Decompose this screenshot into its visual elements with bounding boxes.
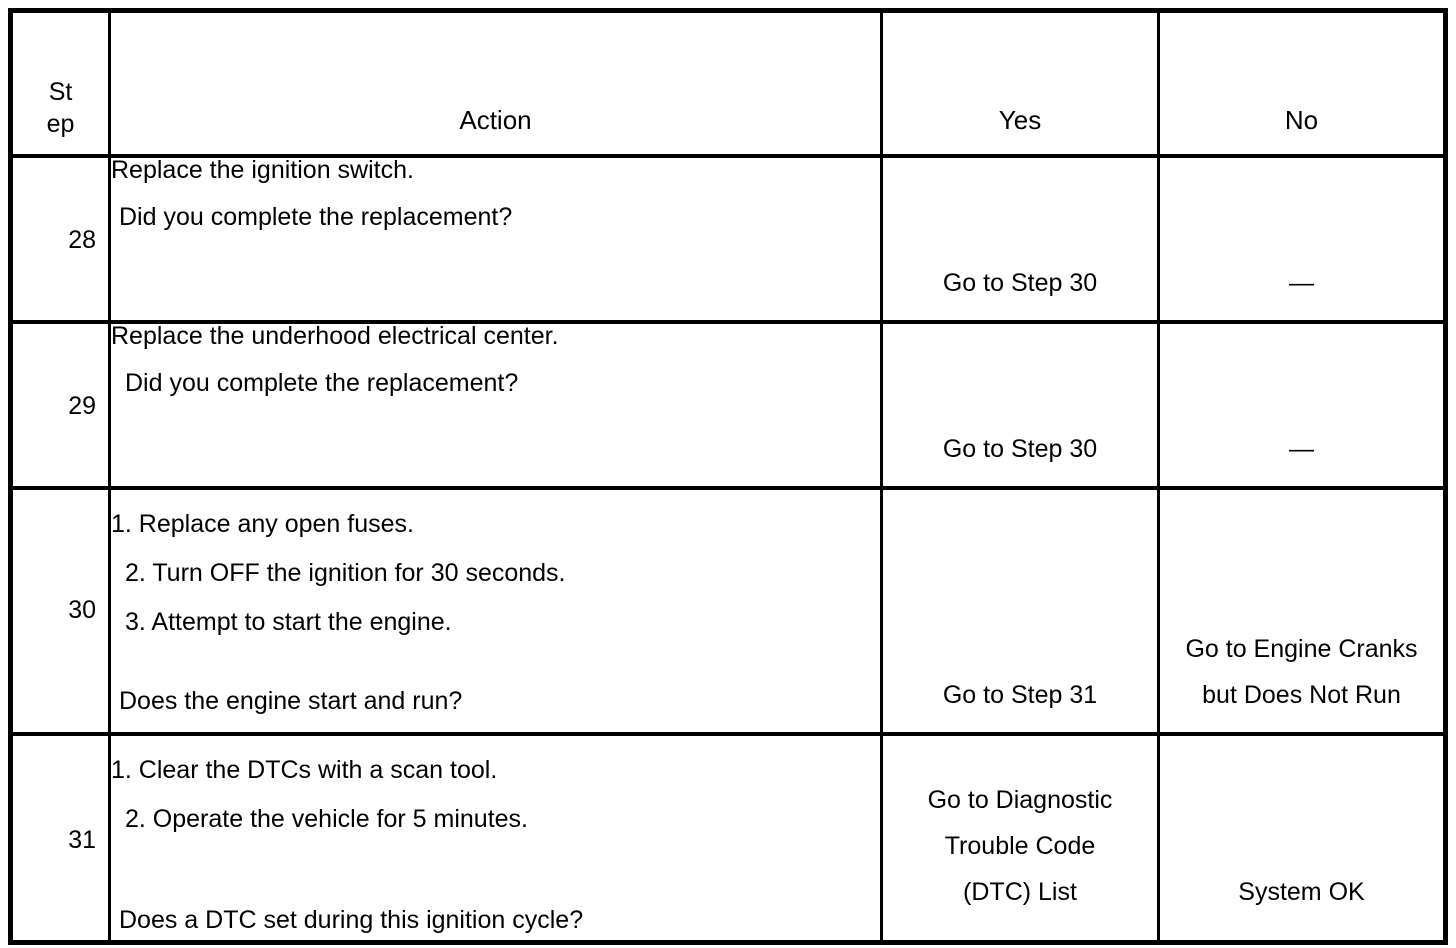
diagnostic-step-table: St ep Action Yes No 28 Replace the ignit… <box>8 8 1448 945</box>
step-number-cell: 31 <box>10 733 111 943</box>
yes-line: (DTC) List <box>963 877 1077 906</box>
yes-line: Go to Diagnostic <box>927 785 1113 814</box>
action-line: Replace the underhood electrical center. <box>111 321 559 350</box>
step-number: 31 <box>68 825 96 854</box>
yes-line: Trouble Code <box>944 831 1096 860</box>
no-line: — <box>1289 434 1314 463</box>
step-number: 29 <box>68 391 96 420</box>
step-number: 28 <box>68 225 96 254</box>
yes-cell: Go to Step 30 <box>881 321 1160 490</box>
column-header-yes: Yes <box>881 10 1160 158</box>
yes-text: Go to Step 30 <box>883 268 1157 297</box>
no-text: Go to Engine Cranks but Does Not Run <box>1160 634 1443 709</box>
column-header-step-text: St ep <box>13 76 108 140</box>
action-cell: Replace the underhood electrical center.… <box>109 321 883 490</box>
step-number: 30 <box>68 595 96 624</box>
yes-text: Go to Step 30 <box>883 434 1157 463</box>
action-cell: Replace the ignition switch. Did you com… <box>109 155 883 324</box>
no-line: System OK <box>1238 877 1365 906</box>
step-number-cell: 30 <box>10 487 111 736</box>
table-row: 31 1. Clear the DTCs with a scan tool. 2… <box>10 733 1446 943</box>
yes-cell: Go to Step 31 <box>881 487 1160 736</box>
table-row: 29 Replace the underhood electrical cent… <box>10 321 1446 490</box>
action-line: Did you complete the replacement? <box>125 368 519 397</box>
yes-cell: Go to Diagnostic Trouble Code (DTC) List <box>881 733 1160 943</box>
no-cell: Go to Engine Cranks but Does Not Run <box>1158 487 1446 736</box>
yes-line: Go to Step 31 <box>942 680 1098 709</box>
action-line: 1. Replace any open fuses. <box>111 509 414 538</box>
action-question: Does the engine start and run? <box>119 686 463 715</box>
yes-line: Go to Step 30 <box>942 268 1098 297</box>
step-number-cell: 29 <box>10 321 111 490</box>
column-header-no-text: No <box>1284 105 1319 136</box>
column-header-action: Action <box>109 10 883 158</box>
action-line: 2. Operate the vehicle for 5 minutes. <box>125 804 528 833</box>
column-header-no: No <box>1158 10 1446 158</box>
action-line: 2. Turn OFF the ignition for 30 seconds. <box>125 558 566 587</box>
no-line: — <box>1289 268 1314 297</box>
yes-text: Go to Diagnostic Trouble Code (DTC) List <box>883 785 1157 906</box>
no-text: — <box>1160 434 1443 463</box>
column-header-step: St ep <box>10 10 111 158</box>
no-text: — <box>1160 268 1443 297</box>
yes-line: Go to Step 30 <box>942 434 1098 463</box>
action-question: Does a DTC set during this ignition cycl… <box>119 905 584 934</box>
action-line: Did you complete the replacement? <box>119 202 513 231</box>
column-header-action-text: Action <box>459 105 532 136</box>
action-line: 1. Clear the DTCs with a scan tool. <box>111 755 498 784</box>
no-cell: — <box>1158 155 1446 324</box>
no-cell: — <box>1158 321 1446 490</box>
no-cell: System OK <box>1158 733 1446 943</box>
yes-cell: Go to Step 30 <box>881 155 1160 324</box>
no-line: but Does Not Run <box>1202 680 1401 709</box>
action-cell: 1. Replace any open fuses. 2. Turn OFF t… <box>109 487 883 736</box>
table-row: 30 1. Replace any open fuses. 2. Turn OF… <box>10 487 1446 736</box>
table-header-row: St ep Action Yes No <box>10 10 1446 158</box>
column-header-yes-text: Yes <box>998 105 1042 136</box>
yes-text: Go to Step 31 <box>883 680 1157 709</box>
step-number-cell: 28 <box>10 155 111 324</box>
action-line: 3. Attempt to start the engine. <box>125 607 452 636</box>
no-line: Go to Engine Cranks <box>1185 634 1418 663</box>
no-text: System OK <box>1160 877 1443 906</box>
table-row: 28 Replace the ignition switch. Did you … <box>10 155 1446 324</box>
action-line: Replace the ignition switch. <box>111 155 414 184</box>
column-header-step-line2: ep <box>46 109 75 138</box>
column-header-step-line1: St <box>48 77 73 106</box>
action-cell: 1. Clear the DTCs with a scan tool. 2. O… <box>109 733 883 943</box>
